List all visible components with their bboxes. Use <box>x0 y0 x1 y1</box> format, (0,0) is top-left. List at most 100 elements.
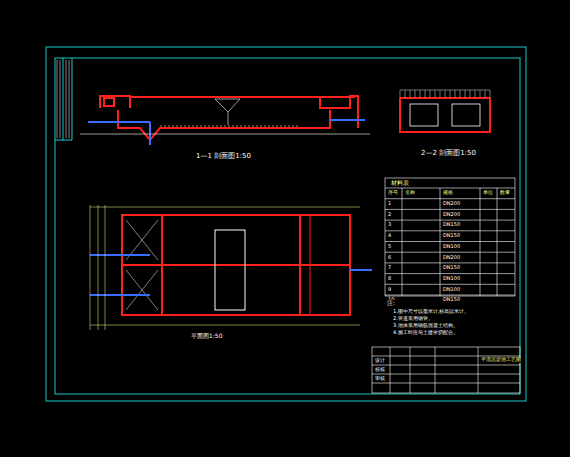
drawing-stroke <box>430 90 431 98</box>
drawing-stroke <box>104 98 114 106</box>
drawing-stroke <box>490 90 491 98</box>
table-cell: 4 <box>387 233 392 238</box>
table-cell: DN200 <box>442 255 461 260</box>
binding-strip <box>57 60 69 138</box>
drawing-stroke <box>149 122 151 145</box>
table-cell: 单位 <box>482 190 494 195</box>
drawing-stroke <box>435 347 436 393</box>
section-2-railing <box>400 90 490 98</box>
drawing-stroke <box>126 270 158 310</box>
table-cell: 1 <box>387 201 392 206</box>
drawing-stroke <box>390 347 391 393</box>
table-cell: DN150 <box>442 233 461 238</box>
section-1-pipes <box>88 120 365 145</box>
drawing-stroke <box>55 58 520 394</box>
drawing-stroke <box>90 294 150 296</box>
drawing-stroke <box>460 90 461 98</box>
drawing-stroke <box>385 252 515 253</box>
table-cell: 规格 <box>442 190 454 195</box>
drawing-stroke <box>385 178 515 296</box>
drawing-stroke <box>130 96 355 98</box>
drawing-stroke <box>350 269 372 271</box>
drawing-stroke <box>420 90 421 98</box>
note-text: 注: <box>386 300 396 306</box>
drawing-stroke <box>160 126 300 127</box>
drawing-stroke <box>55 140 72 141</box>
drawing-stroke <box>122 215 350 315</box>
drawing-stroke <box>122 215 162 315</box>
section-2-outline <box>400 98 490 132</box>
table-cell: 序号 <box>387 190 399 195</box>
drawing-stroke <box>400 90 490 91</box>
drawing-stroke <box>385 284 515 285</box>
plan-outline <box>122 215 350 315</box>
drawing-stroke <box>310 215 311 315</box>
note-text: 4.施工时应与土建密切配合。 <box>392 330 459 335</box>
table-cell: 材料表 <box>390 180 410 186</box>
drawing-stroke <box>465 90 466 98</box>
drawing-stroke <box>385 273 515 274</box>
table-cell: DN150 <box>442 265 461 270</box>
section-1-details <box>80 99 370 134</box>
title-block-text: 平流沉淀池工艺图 <box>480 358 522 363</box>
drawing-stroke <box>400 98 490 132</box>
drawing-stroke <box>385 262 515 263</box>
table-cell: DN200 <box>442 212 461 217</box>
drawing-stroke <box>98 205 99 330</box>
drawing-stroke <box>470 90 471 98</box>
drawing-stroke <box>385 188 515 189</box>
table-cell: DN150 <box>442 222 461 227</box>
drawing-stroke <box>480 90 481 98</box>
drawing-stroke <box>372 383 520 384</box>
drawing-stroke <box>385 209 515 210</box>
drawing-stroke <box>475 90 476 98</box>
drawing-stroke <box>57 60 58 138</box>
drawing-stroke <box>72 58 73 140</box>
drawing-stroke <box>440 90 441 98</box>
note-text: 2.管道采用钢管。 <box>392 316 434 321</box>
drawing-stroke <box>485 90 486 98</box>
title-block-text: 校核 <box>374 367 386 372</box>
drawing-stroke <box>69 60 70 138</box>
table-cell: 名称 <box>404 190 416 195</box>
drawing-stroke <box>385 220 515 221</box>
drawing-stroke <box>215 99 240 112</box>
drawing-stroke <box>90 205 91 330</box>
title-block <box>372 347 520 393</box>
drawing-stroke <box>410 347 411 393</box>
table-cell: DN200 <box>442 201 461 206</box>
drawing-stroke <box>385 241 515 242</box>
plan-pipes <box>90 255 372 295</box>
drawing-stroke <box>299 215 301 315</box>
drawing-stroke <box>455 90 456 98</box>
table-cell: 9 <box>387 287 392 292</box>
drawing-stroke <box>372 374 520 375</box>
table-cell: 8 <box>387 276 392 281</box>
drawing-stroke <box>435 90 436 98</box>
table-cell: 数量 <box>499 190 511 195</box>
table-cell: 5 <box>387 244 392 249</box>
drawing-stroke <box>385 295 515 296</box>
section-1-outline <box>100 96 358 140</box>
table-cell: 2 <box>387 212 392 217</box>
table-cell: DN150 <box>442 297 461 302</box>
drawing-stroke <box>330 119 365 121</box>
drawing-stroke <box>450 90 451 98</box>
drawing-stroke <box>405 90 406 98</box>
drawing-stroke <box>478 347 479 393</box>
table-cell: DN100 <box>442 287 461 292</box>
drawing-stroke <box>440 188 441 296</box>
view-caption: 2—2 剖面图1:50 <box>420 150 477 157</box>
table-cell: 6 <box>387 255 392 260</box>
table-cell: DN100 <box>442 276 461 281</box>
sheet-frame <box>46 47 526 401</box>
drawing-stroke <box>80 134 370 135</box>
table-cell: 3 <box>387 222 392 227</box>
drawing-stroke <box>400 90 401 98</box>
note-text: 1.图中尺寸以毫米计,标高以米计。 <box>392 309 470 314</box>
drawing-stroke <box>385 198 515 199</box>
drawing-stroke <box>46 47 526 401</box>
drawing-stroke <box>90 325 360 326</box>
